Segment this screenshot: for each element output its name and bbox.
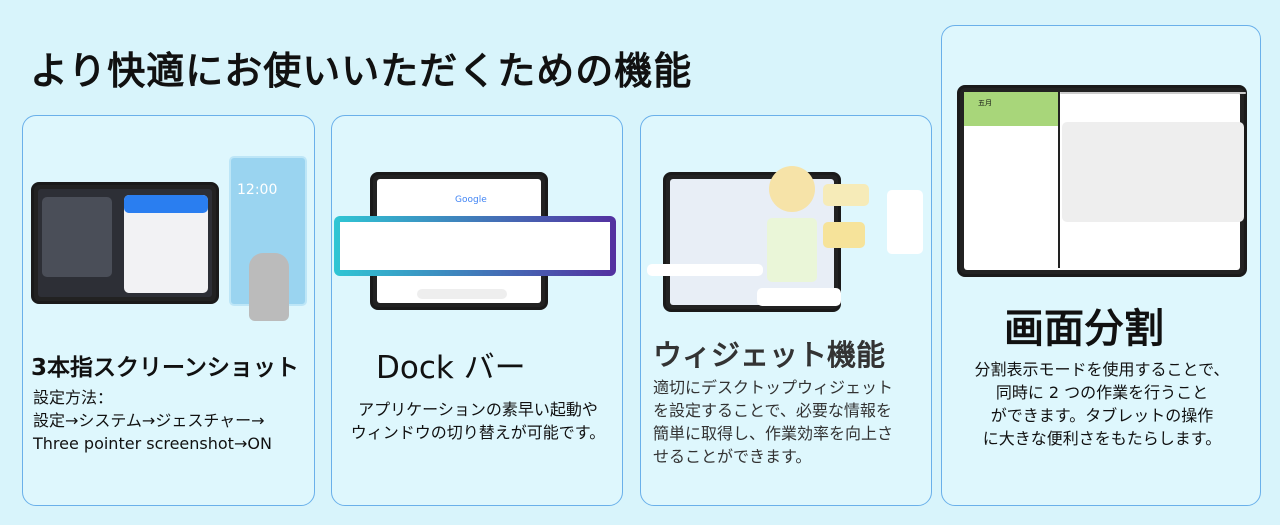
tablet-image: 五月 bbox=[957, 85, 1247, 277]
toggle-widget bbox=[647, 264, 763, 276]
clock-widget bbox=[769, 166, 815, 212]
screen-time: 12:00 bbox=[237, 182, 278, 198]
desc-line: 設定方法： bbox=[33, 388, 114, 407]
feature-card-widgets: ウィジェット機能 適切にデスクトップウィジェット を設定することで、必要な情報を… bbox=[640, 115, 932, 506]
desc-line: ができます。タブレットの操作 bbox=[990, 406, 1214, 425]
feature-title: 3本指スクリーンショット bbox=[31, 355, 299, 381]
desc-line: 簡単に取得し、作業効率を向上さ bbox=[653, 424, 894, 443]
tablet-image bbox=[31, 182, 219, 304]
contact-widget bbox=[767, 218, 817, 282]
calendar-label: 五月 bbox=[978, 99, 992, 107]
feature-title: ウィジェット機能 bbox=[653, 338, 886, 372]
weather-widget bbox=[823, 184, 869, 206]
page-title: より快適にお使いいただくための機能 bbox=[30, 49, 693, 93]
feature-card-dock-bar: Google Dock バー アプリケーションの素早い起動や ウィンドウの切り替… bbox=[331, 115, 623, 506]
feature-desc: 適切にデスクトップウィジェット を設定することで、必要な情報を 簡単に取得し、作… bbox=[653, 376, 893, 468]
notes-widget bbox=[887, 190, 923, 254]
feature-card-split-screen: 五月 画面分割 分割表示モードを使用することで、 同時に 2 つの作業を行うこと… bbox=[941, 25, 1261, 506]
feature-desc: アプリケーションの素早い起動や ウィンドウの切り替えが可能です。 bbox=[340, 398, 616, 444]
google-logo: Google bbox=[455, 195, 487, 205]
desc-line: 設定→システム→ジェスチャー→ bbox=[33, 411, 265, 430]
phone-image: 12:00 bbox=[229, 156, 307, 321]
desc-line: せることができます。 bbox=[653, 447, 812, 466]
desc-line: アプリケーションの素早い起動や bbox=[358, 400, 598, 419]
dock-bar-highlight bbox=[334, 216, 616, 276]
desc-line: に大きな便利さをもたらします。 bbox=[982, 429, 1222, 448]
desc-line: 分割表示モードを使用することで、 bbox=[974, 360, 1230, 379]
feature-title: Dock バー bbox=[376, 350, 526, 386]
desc-line: ウィンドウの切り替えが可能です。 bbox=[350, 423, 606, 442]
feature-desc: 設定方法： 設定→システム→ジェスチャー→ Three pointer scre… bbox=[33, 386, 272, 455]
message-widget bbox=[757, 288, 841, 306]
desc-line: Three pointer screenshot→ON bbox=[33, 434, 272, 453]
hand-icon bbox=[249, 253, 289, 321]
desc-line: を設定することで、必要な情報を bbox=[653, 401, 892, 420]
feature-desc: 分割表示モードを使用することで、 同時に 2 つの作業を行うこと ができます。タ… bbox=[946, 358, 1258, 450]
desc-line: 適切にデスクトップウィジェット bbox=[653, 378, 894, 397]
desc-line: 同時に 2 つの作業を行うこと bbox=[995, 383, 1209, 402]
home-widget bbox=[823, 222, 865, 248]
feature-title: 画面分割 bbox=[1004, 306, 1164, 352]
feature-card-three-finger-screenshot: 12:00 3本指スクリーンショット 設定方法： 設定→システム→ジェスチャー→… bbox=[22, 115, 315, 506]
